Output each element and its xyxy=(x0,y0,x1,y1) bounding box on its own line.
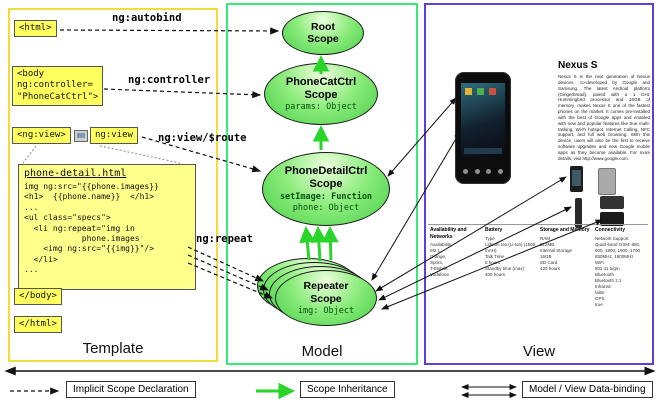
spec-body-battery: Type Lithium Ion (Li-Ion) (1500 mAH) Tal… xyxy=(485,235,536,277)
ng-view-label-box: ng:view xyxy=(90,127,138,145)
phonedetailctrl-scope-ellipse: PhoneDetailCtrl Scope setImage: Function… xyxy=(262,152,390,226)
model-panel-label: Model xyxy=(301,343,343,360)
html-open-tag: <html> xyxy=(14,20,57,38)
body-open-tag: <body ng:controller= "PhoneCatCtrl"> xyxy=(12,66,104,106)
phonecatctrl-scope-ellipse: PhoneCatCtrl Scope params: Object xyxy=(264,63,378,125)
spec-header-storage: Storage and Memory xyxy=(540,227,590,233)
nexus-s-photo xyxy=(455,72,511,184)
legend-data-binding: Model / View Data-binding xyxy=(522,381,653,398)
phonedetailctrl-scope-prop-setimage: setImage: Function xyxy=(279,191,373,202)
phone-detail-template: phone-detail.html img ng:src="{{phone.im… xyxy=(18,164,196,290)
spec-body-storage: RAM 512MB Internal Storage 16GB SD Card … xyxy=(540,235,573,271)
root-scope-ellipse: Root Scope xyxy=(282,11,364,55)
legend-scope-inheritance: Scope Inheritance xyxy=(300,381,395,398)
phone-screen xyxy=(461,83,505,157)
thumbnail-phone-front xyxy=(570,166,583,192)
phone-detail-code: img ng:src="{{phone.images}} <h1> {{phon… xyxy=(24,182,159,275)
root-scope-name: Root Scope xyxy=(307,20,339,45)
spec-body-connectivity: Network Support Quad-band GSM: 850, 900,… xyxy=(595,235,641,308)
spec-col-connectivity: Connectivity Network Support Quad-band G… xyxy=(593,227,648,308)
spec-col-battery: Battery Type Lithium Ion (Li-Ion) (1500 … xyxy=(483,227,538,308)
ng-view-route-label: ng:view/$route xyxy=(158,132,247,144)
phone-detail-filename: phone-detail.html xyxy=(24,168,127,179)
body-close-tag: </body> xyxy=(14,288,62,306)
view-panel: View xyxy=(424,3,654,365)
product-description: Nexus S is the next generation of Nexus … xyxy=(558,74,650,161)
thumbnail-phone-back xyxy=(598,168,616,195)
ng-controller-label: ng:controller xyxy=(128,74,211,86)
spec-body-availability: Availability M2.1, Orange, Sprint, T-Mob… xyxy=(430,242,452,278)
spec-col-storage: Storage and Memory RAM 512MB Internal St… xyxy=(538,227,593,308)
template-panel-label: Template xyxy=(82,340,144,357)
spec-col-availability: Availability and Networks Availability M… xyxy=(428,227,483,308)
ng-autobind-label: ng:autobind xyxy=(112,12,182,24)
spec-header-battery: Battery xyxy=(485,227,503,233)
phonedetailctrl-scope-prop-phone: phone: Object xyxy=(292,202,360,213)
repeater-scope-prop: img: Object xyxy=(297,305,355,316)
spec-table: Availability and Networks Availability M… xyxy=(428,224,648,308)
spec-header-connectivity: Connectivity xyxy=(595,227,626,233)
phonecatctrl-scope-prop: params: Object xyxy=(285,102,357,113)
ng-view-tag: <ng:view> xyxy=(12,127,71,145)
legend-implicit-scope: Implicit Scope Declaration xyxy=(66,381,196,398)
monitor-icon xyxy=(74,130,88,142)
phone-buttons xyxy=(463,169,503,174)
repeater-scope-name: Repeater Scope xyxy=(303,280,349,305)
spec-header-availability: Availability and Networks xyxy=(430,227,467,240)
phonedetailctrl-scope-name: PhoneDetailCtrl Scope xyxy=(284,165,368,190)
repeater-scope-ellipse: Repeater Scope img: Object xyxy=(275,270,377,326)
view-panel-label: View xyxy=(522,343,556,360)
thumbnail-phone-side xyxy=(575,198,582,228)
phonecatctrl-scope-name: PhoneCatCtrl Scope xyxy=(285,75,357,101)
ng-repeat-label: ng:repeat xyxy=(196,233,253,245)
product-title: Nexus S xyxy=(558,60,598,71)
html-close-tag: </html> xyxy=(14,316,62,334)
thumbnail-phone-open xyxy=(600,196,624,226)
